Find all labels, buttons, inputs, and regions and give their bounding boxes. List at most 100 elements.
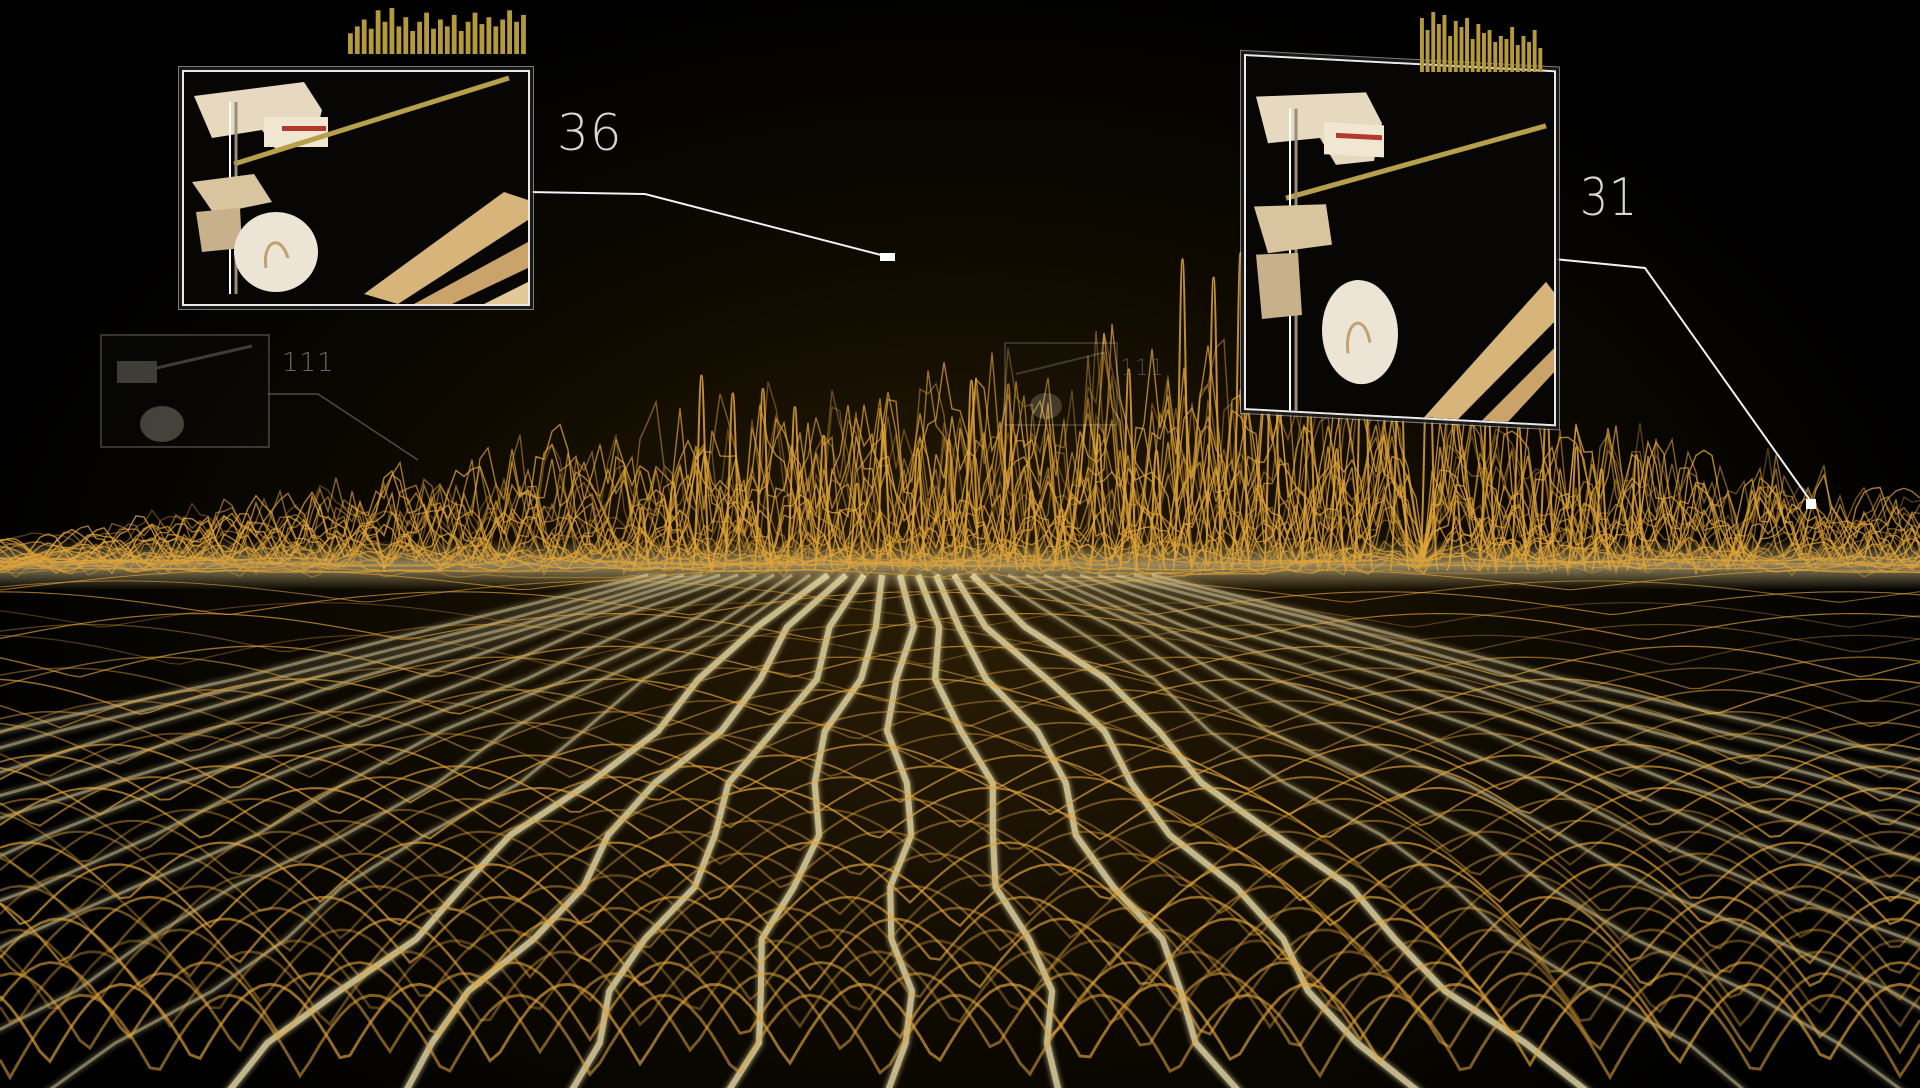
floor-ray-line xyxy=(1097,573,1920,831)
spike-wave-line xyxy=(1145,449,1168,571)
floor-contour-line xyxy=(0,765,1920,816)
level-meter-bar xyxy=(1470,39,1475,72)
spike-wave-line xyxy=(1625,453,1648,571)
horizon-wave-line xyxy=(0,430,1920,565)
level-meter-bar xyxy=(1515,45,1520,72)
floor-contour-line xyxy=(0,841,1920,904)
level-meter-bar xyxy=(354,26,360,54)
spike-wave-line xyxy=(721,392,744,571)
floor-ray-line xyxy=(569,573,867,1088)
level-meter-bar xyxy=(1521,36,1526,72)
level-meter-bar xyxy=(514,21,519,54)
level-meter-bar xyxy=(396,26,402,54)
ghost-thumbnail xyxy=(100,334,270,448)
level-meter-bar xyxy=(1459,27,1464,72)
spike-wave-line xyxy=(690,374,713,571)
floor-ray-line xyxy=(0,573,775,950)
level-meter-bar xyxy=(1493,42,1498,72)
floor-contour-line xyxy=(0,710,1920,752)
floor-contour-line xyxy=(0,580,1920,603)
level-meter-bar xyxy=(382,21,388,54)
horizon-wave-line xyxy=(0,437,1920,568)
level-meter-bar xyxy=(1453,21,1458,72)
floor-ray-line xyxy=(0,573,739,858)
floor-ray-line xyxy=(1025,573,1920,1010)
spike-wave-line xyxy=(1117,368,1140,571)
level-meter-bar xyxy=(444,26,450,54)
level-meter-bar xyxy=(1448,36,1453,72)
level-meter-bar xyxy=(1425,30,1430,72)
floor-contour-line xyxy=(0,591,1920,616)
floor-contour-line xyxy=(0,786,1920,842)
level-meter-bar xyxy=(1420,18,1424,72)
floor-ray-line xyxy=(1115,573,1920,805)
level-meter-bar xyxy=(451,14,457,54)
floor-ray-line xyxy=(915,573,1061,1088)
spike-wave-line xyxy=(1050,508,1073,571)
spike-wave-line xyxy=(872,423,895,571)
floor-contour-line xyxy=(0,982,1920,1068)
marker-number-right: 31 xyxy=(1580,168,1638,228)
callout-marker-left-icon xyxy=(880,253,895,261)
spike-wave-line xyxy=(630,506,653,571)
spike-wave-line xyxy=(1445,494,1468,571)
floor-ray-line xyxy=(969,572,1588,1088)
ghost-marker-number-center: 111 xyxy=(1120,356,1165,381)
level-meter-bar xyxy=(438,19,443,54)
level-meter-bar xyxy=(1532,30,1537,72)
level-meter-bar xyxy=(424,12,429,54)
level-meter-bar xyxy=(1510,27,1515,72)
level-meter-bar xyxy=(1442,15,1447,72)
floor-contour-line xyxy=(0,776,1920,829)
floor-contour-line xyxy=(0,732,1920,779)
floor-contour-line xyxy=(0,678,1920,716)
level-meter-bar xyxy=(465,21,471,54)
spike-wave-line xyxy=(1171,257,1194,571)
floor-contour-line xyxy=(0,634,1920,666)
floor-ray-line xyxy=(1151,573,1920,763)
level-meter-bar xyxy=(507,10,512,54)
level-meter-bar xyxy=(1487,30,1492,72)
level-meter-bar xyxy=(500,19,506,54)
floor-ray-line xyxy=(0,573,649,734)
floor-contour-line xyxy=(0,699,1920,741)
level-meter-right-icon xyxy=(1420,12,1543,72)
level-meter-bar xyxy=(1538,48,1543,72)
horizon-wave-line xyxy=(0,452,1920,575)
floor-contour-line xyxy=(0,863,1920,929)
level-meter-bar xyxy=(389,8,395,54)
spike-wave-line xyxy=(1087,433,1110,571)
horizon-wave-line xyxy=(0,429,1920,568)
spike-wave-line xyxy=(662,481,685,571)
level-meter-bar xyxy=(375,10,381,54)
floor-contour-line xyxy=(0,656,1920,691)
spike-wave-line xyxy=(937,438,960,571)
floor-contour-line xyxy=(0,960,1920,1043)
floor-contour-line xyxy=(0,602,1920,628)
floor-contour-line xyxy=(0,993,1920,1081)
floor-contour-line xyxy=(0,623,1920,653)
ghost-thumbnail-center xyxy=(1004,342,1118,426)
spike-wave-line xyxy=(960,379,983,571)
floor-ray-line xyxy=(0,573,703,798)
floor-ray-line xyxy=(227,572,830,1088)
level-meter-bar xyxy=(410,31,416,54)
level-meter-bar xyxy=(403,17,409,54)
hammer-thumbnail-left xyxy=(182,70,530,306)
spike-wave-line xyxy=(751,387,774,571)
floor-ray-line xyxy=(1133,573,1920,781)
level-meter-bar xyxy=(479,24,485,54)
level-meter-bar xyxy=(1527,42,1531,72)
floor-contour-line xyxy=(0,721,1920,766)
floor-ray-line xyxy=(0,573,757,903)
floor-contour-line xyxy=(0,797,1920,854)
spike-wave-line xyxy=(1565,446,1588,571)
floor-contour-line xyxy=(0,819,1920,879)
marker-number-left: 36 xyxy=(557,104,623,162)
floor-contour-line xyxy=(0,895,1920,967)
level-meter-bar xyxy=(1465,18,1469,72)
horizon-wave-line xyxy=(0,324,1920,562)
spike-wave-line xyxy=(1202,276,1225,571)
